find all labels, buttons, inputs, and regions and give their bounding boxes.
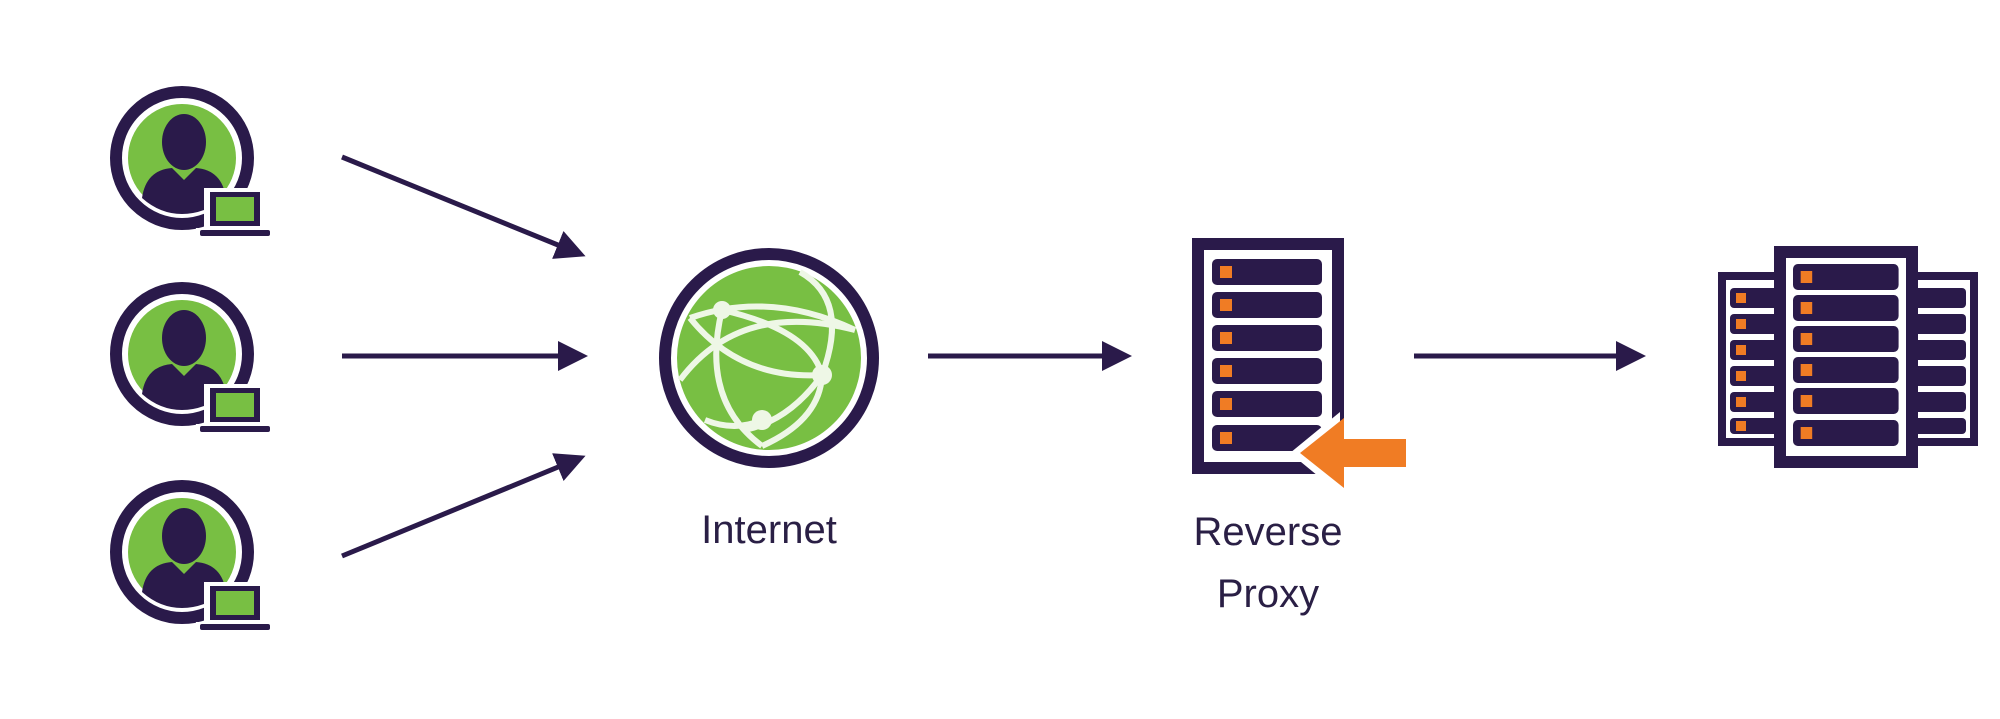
internet-node: Internet: [659, 248, 879, 552]
server-with-arrow-icon: [1192, 238, 1412, 494]
reverse-proxy-node: Reverse Proxy: [1192, 238, 1412, 616]
edge-client-3-to-internet: [341, 453, 586, 559]
backend-node: [1718, 246, 1978, 468]
orange-arrow-icon: [1300, 418, 1406, 488]
globe-network-icon: [659, 248, 879, 468]
client-2: [116, 288, 274, 432]
user-with-laptop-icon: [116, 92, 274, 236]
client-1: [116, 92, 274, 236]
user-with-laptop-icon: [116, 486, 274, 630]
reverse-proxy-label-line1: Reverse: [1194, 510, 1343, 554]
reverse-proxy-label-line2: Proxy: [1217, 572, 1319, 616]
server-cluster-icon: [1718, 246, 1978, 468]
user-with-laptop-icon: [116, 288, 274, 432]
internet-label: Internet: [701, 508, 837, 552]
edge-client-1-to-internet: [341, 154, 586, 259]
client-3: [116, 486, 274, 630]
